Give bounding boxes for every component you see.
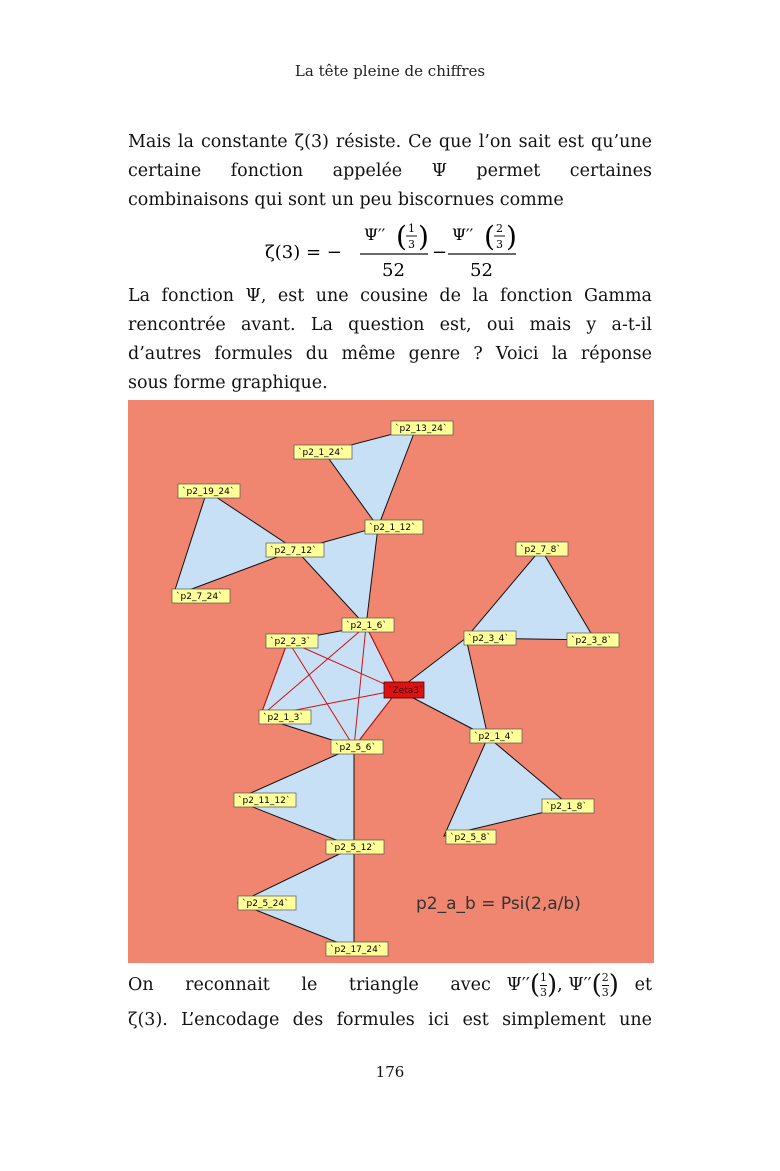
inline-comma: , bbox=[557, 974, 563, 995]
node-p2-3-4: `p2_3_4` bbox=[468, 633, 509, 644]
running-header: La tête pleine de chiffres bbox=[294, 62, 486, 80]
node-zeta3: `Zeta3` bbox=[388, 685, 423, 696]
paren-close-2: ) bbox=[506, 220, 517, 253]
text-line: certaine fonction appelée Ψ permet certa… bbox=[128, 161, 652, 181]
node-p2-7-24: `p2_7_24` bbox=[176, 591, 223, 602]
triangle-zeta-right bbox=[397, 637, 489, 738]
text-line: sous forme graphique. bbox=[128, 373, 328, 393]
paren: ) bbox=[608, 969, 619, 1000]
node-p2-1-8: `p2_1_8` bbox=[546, 801, 587, 812]
formula-den-2: 52 bbox=[470, 260, 493, 281]
frac2-den: 3 bbox=[496, 238, 503, 251]
node-p2-5-6: `p2_5_6` bbox=[335, 742, 376, 753]
text-line: ζ(3). L’encodage des formules ici est si… bbox=[128, 1010, 652, 1030]
triangle-right-bottom bbox=[443, 736, 572, 837]
node-p2-13-24: `p2_13_24` bbox=[395, 423, 447, 434]
node-p2-1-24: `p2_1_24` bbox=[298, 447, 345, 458]
text-line: La fonction Ψ, est une cousine de la fon… bbox=[128, 286, 652, 306]
node-p2-1-4: `p2_1_4` bbox=[474, 731, 515, 742]
paren: ) bbox=[546, 969, 558, 1000]
node-p2-7-8: `p2_7_8` bbox=[520, 544, 561, 555]
paragraph-intro: Mais la constante ζ(3) résiste. Ce que l… bbox=[128, 128, 652, 215]
paren-open-1: ( bbox=[396, 220, 407, 253]
node-p2-5-12: `p2_5_12` bbox=[330, 842, 377, 853]
node-p2-19-24: `p2_19_24` bbox=[182, 486, 234, 497]
node-p2-11-12: `p2_11_12` bbox=[238, 795, 290, 806]
inline-frac1-den: 3 bbox=[539, 985, 547, 999]
node-p2-5-24: `p2_5_24` bbox=[242, 898, 289, 909]
paren: ( bbox=[529, 969, 540, 1000]
zeta-formula: ζ(3) = − Ψ′′ ( 1 3 ) 52 − Ψ′′ ( 2 3 ) 52 bbox=[265, 220, 517, 281]
text-line: rencontrée avant. La question est, oui m… bbox=[128, 315, 652, 335]
frac1-num: 1 bbox=[408, 222, 415, 235]
formula-psi-1: Ψ′′ bbox=[364, 225, 386, 244]
inline-frac1-num: 1 bbox=[539, 970, 547, 984]
frac2-num: 2 bbox=[496, 222, 503, 235]
formula-minus: − bbox=[432, 242, 447, 263]
paren: ( bbox=[591, 969, 602, 1000]
node-p2-1-3: `p2_1_3` bbox=[263, 712, 304, 723]
word-et: et bbox=[634, 974, 652, 995]
node-labels: `p2_13_24` `p2_1_24` `p2_19_24` `p2_1_12… bbox=[171, 420, 620, 957]
formula-lhs: ζ(3) = − bbox=[265, 242, 342, 263]
frac1-den: 3 bbox=[408, 238, 415, 251]
paren-open-2: ( bbox=[484, 220, 495, 253]
triangle-left bbox=[172, 490, 298, 597]
text-line: d’autres formules du même genre ? Voici … bbox=[128, 344, 652, 364]
line-start: On reconnait le triangle avec bbox=[128, 974, 491, 995]
psi-graph-figure: `p2_13_24` `p2_1_24` `p2_19_24` `p2_1_12… bbox=[128, 400, 654, 963]
text-line: Mais la constante ζ(3) résiste. Ce que l… bbox=[128, 132, 652, 152]
formula-psi-2: Ψ′′ bbox=[452, 225, 474, 244]
node-p2-5-8: `p2_5_8` bbox=[450, 832, 491, 843]
inline-frac2-num: 2 bbox=[601, 970, 609, 984]
inline-frac2-den: 3 bbox=[601, 985, 609, 999]
paren-close-1: ) bbox=[418, 220, 429, 253]
node-p2-1-6: `p2_1_6` bbox=[346, 620, 387, 631]
formula-den-1: 52 bbox=[382, 260, 405, 281]
node-p2-2-3: `p2_2_3` bbox=[270, 636, 311, 647]
triangle-right-top bbox=[464, 548, 596, 641]
figure-legend: p2_a_b = Psi(2,a/b) bbox=[416, 894, 581, 914]
text-line: combinaisons qui sont un peu biscornues … bbox=[128, 190, 564, 210]
node-p2-1-12: `p2_1_12` bbox=[369, 522, 416, 533]
node-p2-17-24: `p2_17_24` bbox=[330, 944, 382, 955]
node-p2-7-12: `p2_7_12` bbox=[270, 545, 317, 556]
node-p2-3-8: `p2_3_8` bbox=[571, 635, 612, 646]
inline-psi-1: Ψ′′ bbox=[506, 974, 530, 995]
page-number: 176 bbox=[375, 1063, 405, 1081]
inline-psi-2: Ψ′′ bbox=[568, 974, 592, 995]
paragraph-psi: La fonction Ψ, est une cousine de la fon… bbox=[128, 282, 652, 398]
